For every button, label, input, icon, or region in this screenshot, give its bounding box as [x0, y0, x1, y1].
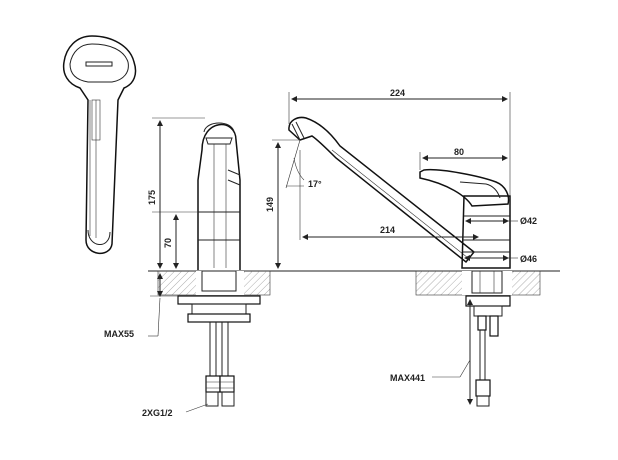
dim-dia42: Ø42	[520, 216, 537, 226]
dim-dia46: Ø46	[520, 254, 537, 264]
front-view	[157, 122, 271, 407]
dim-224: 224	[390, 88, 405, 98]
side-dimensions: 224 80 149 17° 214 Ø42 Ø46 MAX441	[265, 88, 537, 405]
dim-17-degrees: 17°	[308, 179, 322, 189]
dim-80: 80	[454, 147, 464, 157]
dim-70: 70	[163, 238, 173, 248]
top-view	[62, 35, 137, 254]
side-view	[288, 116, 541, 407]
dim-hose-thread: 2XG1/2	[142, 408, 173, 418]
dim-max441: MAX441	[390, 373, 425, 383]
dim-175: 175	[147, 190, 157, 205]
front-dimensions: 175 70 MAX55 2XG1/2	[104, 117, 209, 418]
dim-214: 214	[380, 225, 395, 235]
dim-149: 149	[265, 197, 275, 212]
dim-max55: MAX55	[104, 329, 134, 339]
